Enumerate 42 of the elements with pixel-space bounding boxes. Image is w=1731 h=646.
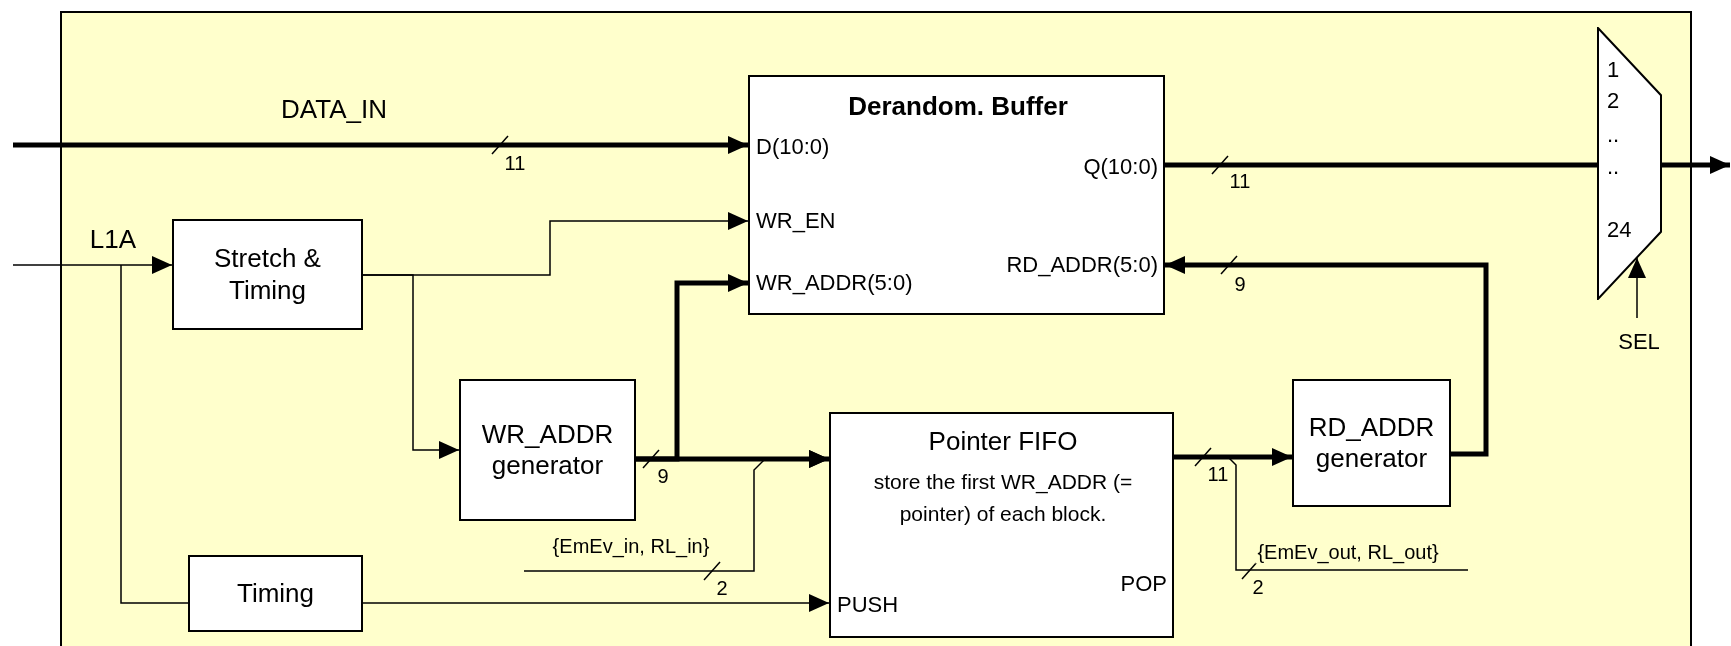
block-box (172, 219, 363, 330)
arrow (362, 274, 460, 459)
bus-width-label: 2 (716, 577, 728, 599)
block-box (748, 75, 1165, 315)
arrow (1628, 257, 1646, 319)
bus-width-label: 9 (657, 465, 669, 487)
bus-width-label: 11 (504, 152, 526, 174)
arrow (12, 256, 173, 274)
port-label: Q(10:0) (1083, 154, 1158, 180)
connector-line (120, 264, 189, 604)
block-box (188, 555, 363, 632)
mux-input-label: 2 (1607, 88, 1620, 114)
block-box (1292, 379, 1451, 507)
port-label: WR_ADDR(5:0) (756, 270, 913, 296)
block-label: RD_ADDR generator (1307, 411, 1436, 475)
arrow (362, 594, 830, 612)
port-label: RD_ADDR(5:0) (1006, 252, 1158, 278)
block-box (829, 412, 1174, 638)
port-label: D(10:0) (756, 134, 830, 160)
bus-width-label: 2 (1252, 576, 1264, 598)
block-description: store the first WR_ADDR (= pointer) of each block. (872, 468, 1134, 527)
block-title: Pointer FIFO (928, 427, 1078, 457)
mux-input-label: 1 (1607, 57, 1620, 83)
block-label: Timing (235, 577, 316, 610)
block-label: Stretch & Timing (213, 243, 322, 306)
bus-width-label: 11 (1207, 463, 1229, 485)
arrow (13, 136, 748, 154)
block-box (459, 379, 636, 521)
mux-input-label: .. (1607, 154, 1620, 180)
arrow (1662, 156, 1730, 174)
port-label: PUSH (837, 592, 899, 618)
port-label: WR_EN (756, 208, 836, 234)
arrow (1165, 256, 1489, 457)
block-label: WR_ADDR generator (480, 418, 615, 482)
bus-width-label: 9 (1234, 273, 1246, 295)
block-title: Derandom. Buffer (848, 92, 1068, 122)
connector-line (1165, 162, 1597, 168)
bus-width-label: 11 (1229, 170, 1251, 192)
arrow (1174, 448, 1292, 466)
mux-input-label: .. (1607, 122, 1620, 148)
port-label: POP (1120, 571, 1167, 597)
mux-input-label: 24 (1607, 217, 1632, 243)
